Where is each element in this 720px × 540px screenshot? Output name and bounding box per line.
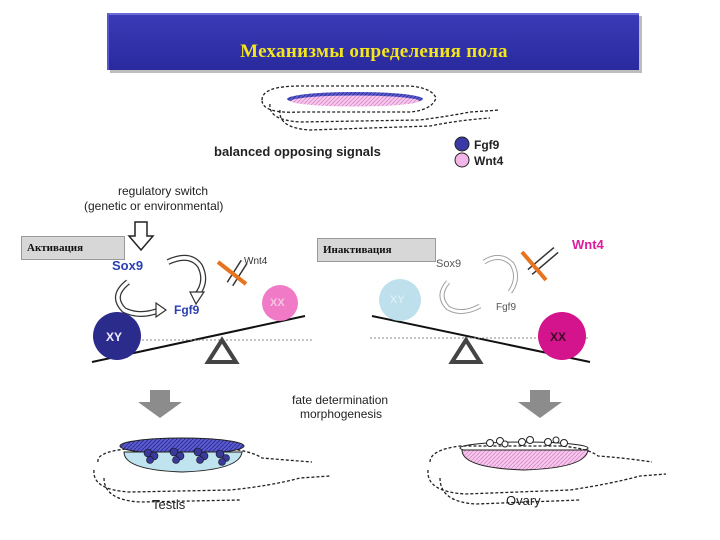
- activation-label: Активация: [21, 236, 125, 260]
- right-wnt4-inhibition: [522, 250, 556, 280]
- ovary-gonad: [428, 437, 666, 505]
- inactivation-label: Инактивация: [317, 238, 436, 262]
- right-xy-label: XY: [390, 294, 405, 306]
- right-wnt4-label: Wnt4: [572, 237, 604, 252]
- left-xy-label: XY: [106, 330, 122, 344]
- switch-arrow-icon: [129, 222, 153, 250]
- left-wnt4-label: Wnt4: [244, 256, 267, 267]
- legend-fgf9-label: Fgf9: [474, 138, 499, 152]
- testis-gonad: [94, 438, 330, 502]
- left-wnt4-inhibition: [218, 262, 246, 284]
- right-fate-arrow-icon: [518, 390, 562, 418]
- fate-caption-line2: morphogenesis: [300, 407, 382, 421]
- legend-wnt4-label: Wnt4: [474, 154, 503, 168]
- switch-caption-line1: regulatory switch: [118, 184, 208, 198]
- left-xx-label: XX: [270, 297, 285, 309]
- left-sox9-label: Sox9: [112, 258, 143, 273]
- right-xx-label: XX: [550, 330, 566, 344]
- left-fgf9-label: Fgf9: [174, 303, 199, 317]
- right-sox9-label: Sox9: [436, 258, 461, 270]
- left-fate-arrow-icon: [138, 390, 182, 418]
- wnt4-legend-swatch: [455, 153, 469, 167]
- right-fgf9-label: Fgf9: [496, 302, 516, 313]
- legend: [455, 137, 469, 167]
- ovary-label: Ovary: [506, 493, 541, 508]
- top-caption: balanced opposing signals: [214, 144, 381, 159]
- fgf9-legend-swatch: [455, 137, 469, 151]
- bipotential-gonad: [262, 86, 500, 130]
- testis-label: Testis: [152, 497, 185, 512]
- switch-caption-line2: (genetic or environmental): [84, 199, 223, 213]
- fate-caption-line1: fate determination: [292, 393, 388, 407]
- right-seesaw: [370, 279, 590, 362]
